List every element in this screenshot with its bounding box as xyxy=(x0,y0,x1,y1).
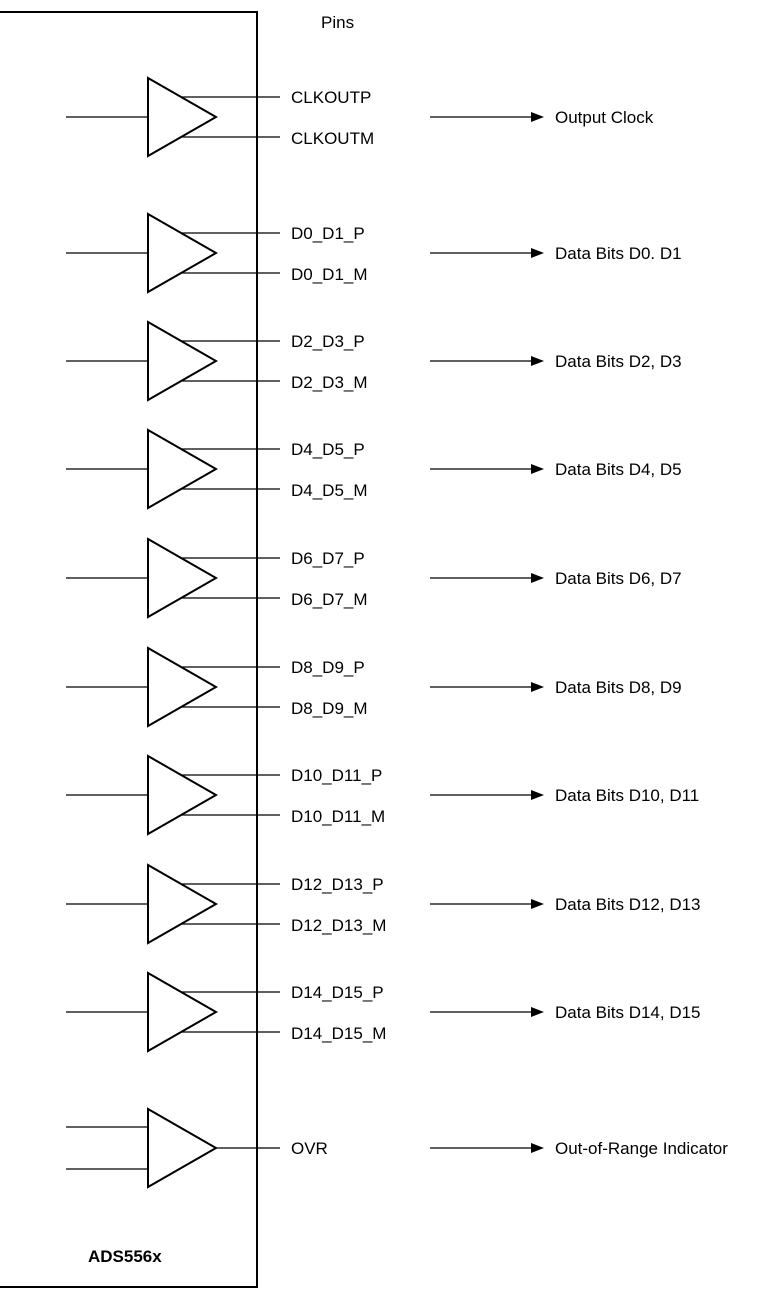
signal-label: Data Bits D4, D5 xyxy=(555,460,682,479)
signal-arrow-arrowhead xyxy=(531,464,544,474)
signal-label: Data Bits D12, D13 xyxy=(555,895,701,914)
signal-arrow-arrowhead xyxy=(531,356,544,366)
buffer-symbol xyxy=(147,212,219,294)
pin-label-m: D0_D1_M xyxy=(291,265,368,284)
signal-label: Data Bits D6, D7 xyxy=(555,569,682,588)
pin-label-m: D6_D7_M xyxy=(291,590,368,609)
signal-label: Output Clock xyxy=(555,108,654,127)
pins-header: Pins xyxy=(321,13,354,32)
buffer-symbol xyxy=(147,646,219,728)
pin-label-m: D4_D5_M xyxy=(291,481,368,500)
pin-label-p: D12_D13_P xyxy=(291,875,384,894)
buffer-symbol xyxy=(147,971,219,1053)
signal-arrow-arrowhead xyxy=(531,248,544,258)
buffer-symbol xyxy=(147,428,219,510)
pin-label-p: CLKOUTP xyxy=(291,88,371,107)
signal-label: Data Bits D14, D15 xyxy=(555,1003,701,1022)
signal-arrow-arrowhead xyxy=(531,573,544,583)
pin-label-p: D10_D11_P xyxy=(291,766,382,785)
ovr-pin-label: OVR xyxy=(291,1139,328,1158)
buffer-symbol xyxy=(147,754,219,836)
signal-arrow-arrowhead xyxy=(531,899,544,909)
buffer-symbol xyxy=(147,320,219,402)
chip-outline xyxy=(0,11,258,1288)
pin-label-p: D14_D15_P xyxy=(291,983,384,1002)
ovr-signal-arrow-arrowhead xyxy=(531,1143,544,1153)
pin-label-p: D4_D5_P xyxy=(291,440,365,459)
pin-label-m: D8_D9_M xyxy=(291,699,368,718)
signal-label: Data Bits D8, D9 xyxy=(555,678,682,697)
pin-label-p: D2_D3_P xyxy=(291,332,365,351)
buffer-symbol xyxy=(147,863,219,945)
pin-label-m: D12_D13_M xyxy=(291,916,386,935)
signal-arrow-arrowhead xyxy=(531,1007,544,1017)
ovr-buffer-symbol xyxy=(147,1107,219,1189)
ovr-signal-label: Out-of-Range Indicator xyxy=(555,1139,728,1158)
chip-name-label: ADS556x xyxy=(88,1247,162,1266)
pin-label-m: CLKOUTM xyxy=(291,129,374,148)
buffer-symbol xyxy=(147,76,219,158)
pin-label-p: D6_D7_P xyxy=(291,549,365,568)
pin-label-p: D0_D1_P xyxy=(291,224,365,243)
pin-label-m: D14_D15_M xyxy=(291,1024,386,1043)
signal-label: Data Bits D10, D11 xyxy=(555,786,699,805)
signal-arrow-arrowhead xyxy=(531,112,544,122)
signal-label: Data Bits D0. D1 xyxy=(555,244,682,263)
signal-arrow-arrowhead xyxy=(531,682,544,692)
signal-label: Data Bits D2, D3 xyxy=(555,352,682,371)
pin-label-m: D2_D3_M xyxy=(291,373,368,392)
buffer-symbol xyxy=(147,537,219,619)
pin-label-m: D10_D11_M xyxy=(291,807,385,826)
signal-arrow-arrowhead xyxy=(531,790,544,800)
pin-label-p: D8_D9_P xyxy=(291,658,365,677)
